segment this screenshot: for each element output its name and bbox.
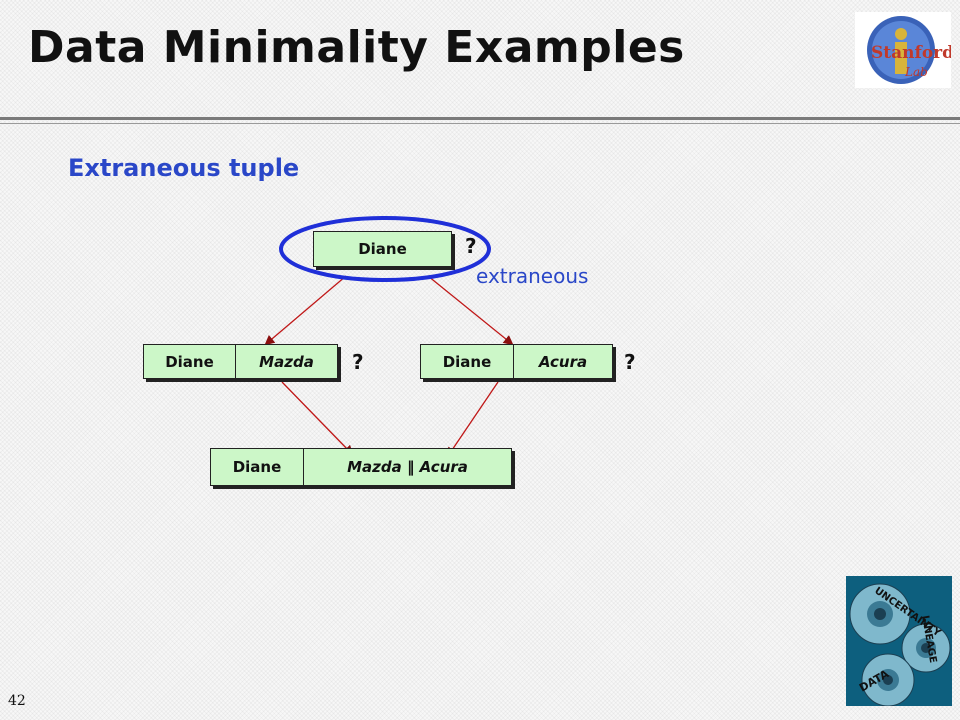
tuple-left-car: Mazda: [259, 352, 314, 371]
question-mark-right: ?: [624, 350, 636, 374]
stanford-lab-logo-graphic: Stanford Lab: [855, 12, 954, 88]
gears-logo: UNCERTAINTY LINEAGE DATA: [846, 576, 952, 707]
title-divider: [0, 117, 960, 120]
extraneous-highlight-ellipse: [279, 216, 491, 282]
tuple-left: Diane Mazda: [143, 344, 338, 379]
tuple-top: Diane: [313, 231, 452, 267]
section-subtitle: Extraneous tuple: [68, 154, 300, 182]
gears-logo-graphic: UNCERTAINTY LINEAGE DATA: [846, 576, 952, 707]
tuple-right: Diane Acura: [420, 344, 613, 379]
tuple-left-name: Diane: [144, 345, 236, 378]
tuple-top-name: Diane: [358, 240, 407, 258]
tuple-bottom-car: Mazda ‖ Acura: [347, 458, 468, 476]
page-number: 42: [8, 693, 26, 709]
logo-text-sub: Lab: [904, 65, 928, 79]
arrow-right-to-bottom: [446, 381, 499, 458]
tuple-right-car: Acura: [538, 352, 588, 371]
tuple-right-name: Diane: [421, 345, 514, 378]
logo-text-main: Stanford: [871, 43, 951, 63]
extraneous-label: extraneous: [476, 264, 589, 288]
arrow-top-to-left: [264, 275, 347, 346]
title-divider-thin: [0, 123, 960, 124]
slide-title: Data Minimality Examples: [28, 22, 685, 73]
tuple-bottom: Diane Mazda ‖ Acura: [210, 448, 512, 486]
stanford-lab-logo: Stanford Lab: [855, 12, 954, 88]
arrow-top-to-right: [427, 275, 514, 346]
question-mark-left: ?: [352, 350, 364, 374]
question-mark-top: ?: [465, 234, 477, 258]
arrow-left-to-bottom: [281, 381, 354, 456]
tuple-bottom-name: Diane: [211, 449, 304, 485]
